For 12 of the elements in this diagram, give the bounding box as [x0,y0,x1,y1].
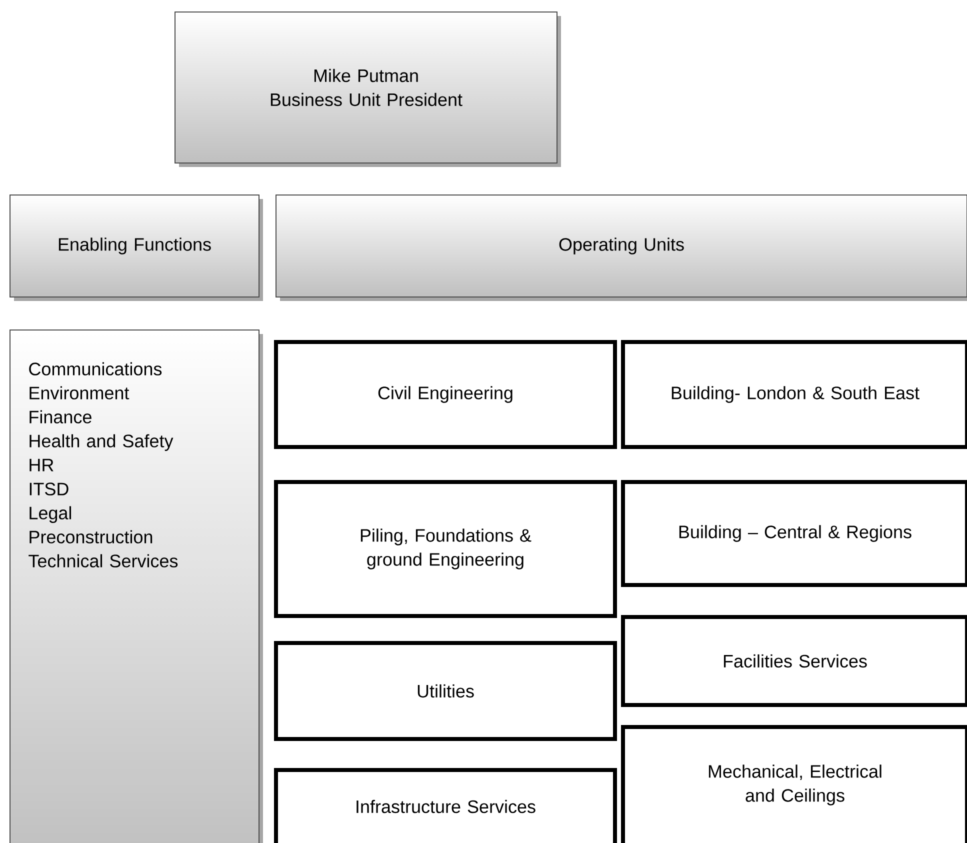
unit-box: Mechanical, Electrical and Ceilings [621,725,967,843]
unit-box: Piling, Foundations & ground Engineering [274,480,617,618]
unit-box: Building – Central & Regions [621,480,967,587]
shaded-box: Operating Units [276,194,967,301]
unit-box: Civil Engineering [274,340,617,449]
shaded-box: Mike Putman Business Unit President [174,12,561,167]
unit-box: Infrastructure Services [274,768,617,843]
unit-box: Building- London & South East [621,340,967,449]
shaded-box: Enabling Functions [10,194,263,301]
unit-box: Facilities Services [621,615,967,707]
shaded-box: Communications Environment Finance Health and Safety HR ITSD Legal Preconstruction Technical Services [10,330,263,843]
unit-box: Utilities [274,641,617,741]
